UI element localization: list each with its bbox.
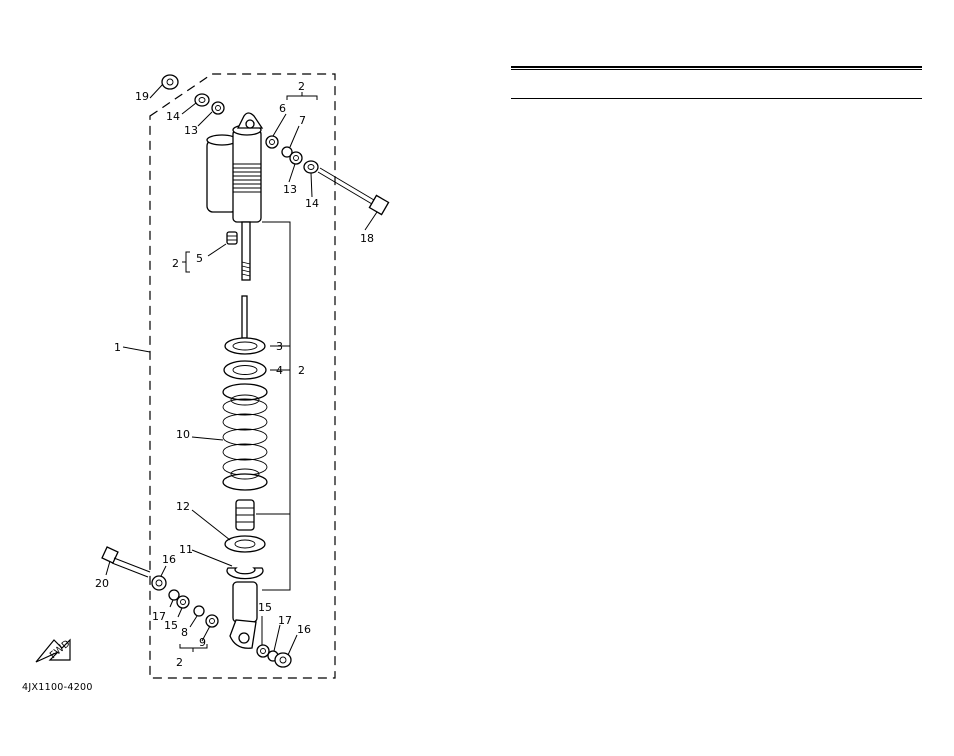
oring-17-left [168,589,180,601]
adjuster-ring-4 [223,360,267,380]
callout-7: 7 [299,114,306,127]
callout-13-upper: 13 [184,124,198,137]
callout-2-low: 2 [176,656,183,669]
bushing-9 [205,614,219,628]
callout-15-left: 15 [164,619,178,632]
lock-nut-3 [224,337,266,355]
shock-upper-body [206,112,264,281]
callout-18: 18 [360,232,374,245]
callout-6: 6 [279,102,286,115]
group-bracket [256,221,291,591]
seal-15-right [256,644,270,658]
callout-17-right: 17 [278,614,292,627]
callout-3: 3 [276,340,283,353]
callout-1: 1 [114,341,121,354]
callout-14-right: 14 [305,197,319,210]
catalog-code: 4JX1100-4200 [22,682,93,693]
table-header-rule-top [511,66,922,68]
callout-14-upper: 14 [166,110,180,123]
callout-19: 19 [135,90,149,103]
callout-11: 11 [179,543,193,556]
bump-rubber [235,499,255,531]
spring-guide-12 [224,535,266,553]
valve-cap-5 [226,231,238,245]
bushing-6 [265,135,279,149]
callout-15-right: 15 [258,601,272,614]
bolt-20 [101,546,151,578]
collar-16-left [151,575,167,591]
seal-15-left [176,595,190,609]
oring-7 [281,146,293,158]
callout-4: 4 [276,364,283,377]
lower-clevis [229,581,258,649]
spring-seat-11 [226,567,264,580]
callout-10: 10 [176,428,190,441]
callout-2-right: 2 [298,364,305,377]
callout-12: 12 [176,500,190,513]
callout-20: 20 [95,577,109,590]
callout-17-left: 17 [152,610,166,623]
seal-13-upper [211,101,225,115]
bolt-head-19 [161,74,179,90]
forward-arrow-icon: FWD [35,638,73,663]
callout-13-right: 13 [283,183,297,196]
callout-16-left: 16 [162,553,176,566]
callout-9: 9 [199,636,206,649]
collar-16-right [274,652,292,668]
collar-14-upper [194,93,210,107]
callout-2-mid: 2 [172,257,179,270]
callout-5: 5 [196,252,203,265]
group-bracket-2-top [286,92,318,100]
spring-10 [222,383,268,491]
bolt-18 [317,167,390,216]
callout-16-right: 16 [297,623,311,636]
collar-14-right [303,160,319,174]
group-bracket-2-low [179,644,208,652]
seal-13-right [289,151,303,165]
rod-pin [241,295,248,339]
assembly-boundary [149,73,336,679]
group-bracket-2-mid [182,251,190,273]
table-header-rule-top-thin [511,69,922,70]
leader-lines [105,83,378,656]
callout-8: 8 [181,626,188,639]
oring-8 [193,605,205,617]
table-header-rule-bottom [511,98,922,99]
callout-2-top: 2 [298,80,305,93]
